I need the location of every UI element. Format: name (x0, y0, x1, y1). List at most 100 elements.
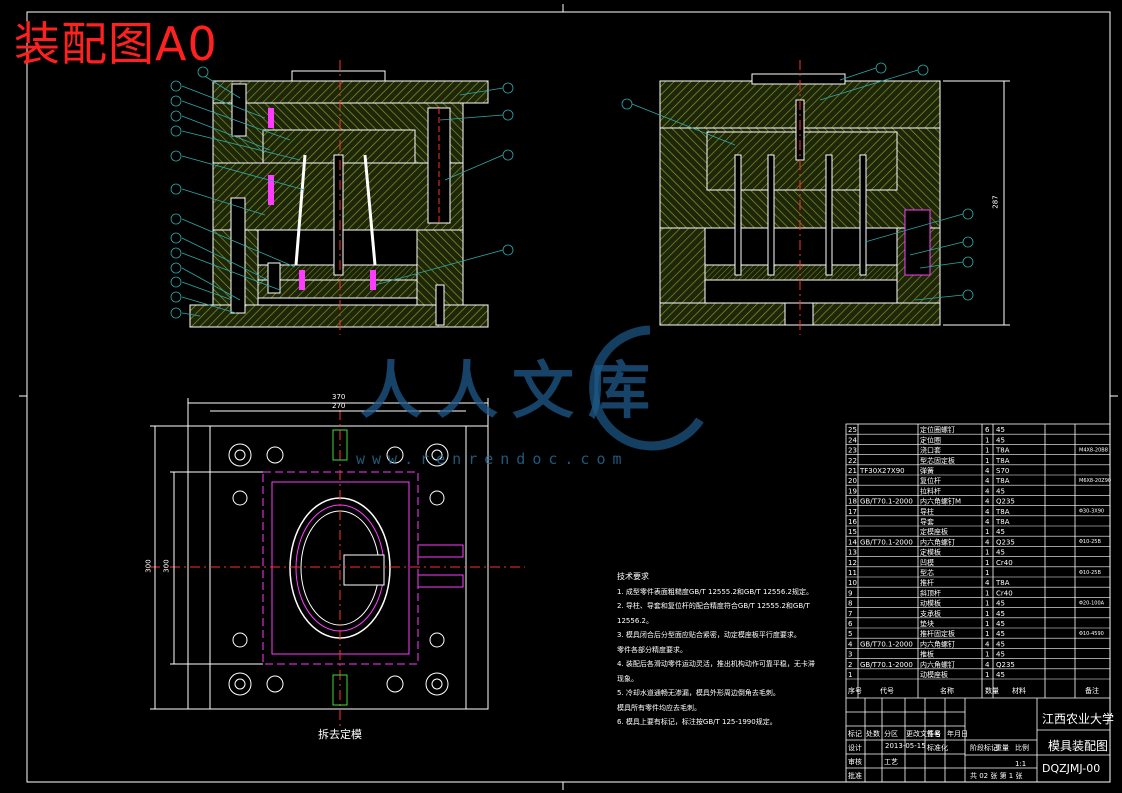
bom-cell-no: 21 (848, 467, 857, 475)
tb-label: 年月日 (947, 730, 968, 738)
bom-cell-name: 导柱 (920, 507, 934, 516)
date: 2013-05-15 (885, 742, 926, 750)
bom-remark: Φ10-4590 (1079, 631, 1104, 637)
side-section-view (659, 60, 1010, 335)
bom-cell-mat: Cr40 (996, 589, 1013, 597)
bom-cell-mat: 45 (996, 487, 1005, 495)
bom-header-code: 代号 (880, 687, 894, 695)
bom-cell-qty: 4 (985, 640, 990, 648)
drawing-name: 模具装配图 (1048, 739, 1109, 753)
bom-cell-qty: 1 (985, 600, 989, 608)
watermark-emblem (589, 325, 704, 451)
scale: 1:1 (1015, 760, 1027, 768)
bom-cell-no: 12 (848, 559, 857, 567)
notes-line: 6. 模具上要有标记，标注按GB/T 125-1990规定。 (617, 718, 777, 726)
bom-cell-code: GB/T70.1-2000 (860, 538, 913, 546)
bom-header-no: 序号 (848, 687, 862, 695)
bom-cell-no: 22 (848, 457, 857, 465)
watermark-text: 人人文库 (360, 354, 665, 427)
bom-cell-qty: 4 (985, 487, 990, 495)
bom-cell-name: 推杆固定板 (920, 629, 955, 638)
tb-label: 重量 (995, 744, 1009, 752)
technical-notes: 技术要求 1. 成型零件表面粗糙度GB/T 12555.2和GB/T 12556… (617, 570, 822, 730)
bom-cell-mat: Q235 (996, 538, 1015, 546)
bom-cell-qty: 1 (985, 528, 989, 536)
drawing-frame (19, 4, 1118, 790)
bom-cell-no: 13 (848, 549, 857, 557)
tb-label: 工艺 (884, 758, 898, 766)
bom-cell-name: 垫块 (920, 619, 934, 628)
bom-cell-mat: T8A (995, 477, 1010, 485)
bom-cell-no: 17 (848, 508, 857, 516)
notes-line: 5. 冷却水道通畅无渗漏，模具外形周边倒角去毛刺。 (617, 689, 780, 697)
notes-line: 1. 成型零件表面粗糙度GB/T 12555.2和GB/T 12556.2规定。 (617, 587, 813, 596)
bom-remark: Φ30-3X90 (1079, 509, 1104, 515)
plan-view (150, 398, 525, 730)
bom-cell-no: 11 (848, 569, 857, 577)
drawing-number: DQZJMJ-00 (1042, 762, 1101, 775)
front-section-view (189, 60, 489, 335)
bom-cell-qty: 4 (985, 579, 990, 587)
bom-cell-qty: 4 (985, 477, 990, 485)
bom-cell-no: 8 (848, 600, 852, 608)
dim-outer-width: 370 (332, 393, 346, 401)
bom-cell-name: 定位圈 (920, 435, 941, 444)
bom-cell-qty: 4 (985, 518, 990, 526)
bom-cell-mat: 45 (996, 671, 1005, 679)
bom-cell-mat: 45 (996, 549, 1005, 557)
bom-cell-mat: T8A (995, 457, 1010, 465)
dim-inner-height: 300 (162, 559, 171, 573)
bom-cell-qty: 4 (985, 661, 990, 669)
tb-label: 设计 (848, 744, 862, 752)
tb-label: 签名 (927, 730, 941, 738)
bom-cell-no: 20 (848, 477, 857, 485)
bom-remark: Φ10-25B (1079, 539, 1101, 545)
bom-cell-name: 定位圈螺钉 (920, 425, 955, 434)
bom-cell-qty: 4 (985, 467, 990, 475)
bom-cell-mat: 45 (996, 640, 1005, 648)
bom-cell-name: 导套 (920, 517, 934, 526)
tb-label: 标记 (848, 730, 862, 738)
drawing-title: 装配图A0 (14, 17, 218, 71)
bom-cell-qty: 1 (985, 620, 989, 628)
notes-line: 现象。 (617, 674, 638, 683)
tb-label: 审核 (848, 758, 862, 766)
bom-cell-name: 型芯固定板 (920, 456, 955, 465)
bom-cell-qty: 4 (985, 508, 990, 516)
bom-cell-mat: 45 (996, 426, 1005, 434)
bom-cell-mat: T8A (995, 579, 1010, 587)
bom-remark: M6X8-20Z90 (1079, 478, 1111, 484)
bom-cell-mat: 45 (996, 630, 1005, 638)
watermark-url: www.renrendoc.com (356, 450, 629, 468)
notes-line: 3. 模具闭合后分型面应贴合紧密，动定模座板平行度要求。 (617, 631, 801, 639)
bom-cell-no: 5 (848, 630, 852, 638)
bom-cell-qty: 4 (985, 498, 990, 506)
bom-cell-no: 18 (848, 498, 857, 506)
notes-heading: 技术要求 (617, 572, 649, 581)
school-name: 江西农业大学 (1042, 712, 1115, 726)
bom-remark: Φ10-25B (1079, 570, 1101, 576)
bom-cell-mat: 45 (996, 436, 1005, 444)
bom-cell-code: TF30X27X90 (859, 467, 905, 475)
bom-cell-name: 推板 (920, 650, 934, 659)
bom-cell-no: 4 (848, 640, 853, 648)
bom-cell-mat: Q235 (996, 498, 1015, 506)
bom-cell-qty: 1 (985, 610, 989, 618)
bom-cell-no: 14 (848, 538, 857, 546)
bom-cell-qty: 1 (985, 671, 989, 679)
bom-cell-qty: 1 (985, 457, 989, 465)
bom-cell-qty: 4 (985, 538, 990, 546)
bom-cell-name: 内六角螺钉 (920, 537, 955, 546)
dim-inner-width: 270 (332, 402, 346, 410)
bom-cell-mat: S70 (996, 467, 1009, 475)
bom-cell-no: 24 (848, 436, 857, 444)
bom-table (845, 423, 1111, 783)
bom-cell-code: GB/T70.1-2000 (860, 640, 913, 648)
bom-cell-mat: 45 (996, 651, 1005, 659)
bom-cell-name: 内六角螺钉 (920, 639, 955, 648)
bom-header-remark: 备注 (1085, 687, 1099, 695)
bom-remark: M4X8-20B8 (1079, 447, 1108, 453)
bom-remark: Φ20-100A (1079, 600, 1105, 606)
bom-cell-name: 内六角螺钉 (920, 660, 955, 669)
bom-cell-no: 19 (848, 487, 857, 495)
